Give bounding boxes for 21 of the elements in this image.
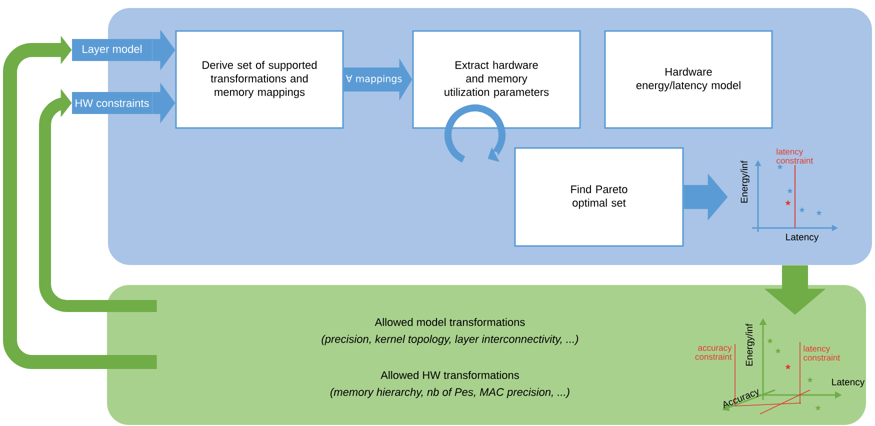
- process-box: Find Pareto optimal set: [514, 147, 684, 247]
- node-label: Layer model: [82, 44, 142, 56]
- node-label: HW constraints: [76, 98, 149, 108]
- process-box: Hardware energy/latency model: [604, 30, 773, 129]
- description-text: (memory hierarchy, nb of Pes, MAC precision, ...): [330, 388, 570, 398]
- axis-label: Energy/inf: [740, 160, 750, 203]
- arrow: [3, 36, 157, 369]
- input-tag: HW constraints: [72, 92, 152, 114]
- heading-text: Allowed HW transformations: [380, 370, 519, 380]
- arrow: [39, 88, 157, 312]
- heading-text: Allowed model transformations: [374, 318, 525, 326]
- constraint-label: accuracy constraint: [695, 346, 732, 360]
- constraint-label: latency constraint: [804, 345, 840, 361]
- input-tag: Layer model: [72, 39, 152, 61]
- constraint-label: latency constraint: [776, 148, 813, 164]
- process-box: Extract hardware and memory utilization parameters: [412, 30, 581, 129]
- axis-label: Latency: [832, 378, 865, 388]
- axis-label: Energy/inf: [746, 324, 754, 366]
- description-text: (precision, kernel topology, layer interconnectivity, ...): [322, 334, 578, 346]
- axis-label: Latency: [786, 234, 819, 242]
- process-box: Derive set of supported transformations and memory mappings: [175, 30, 344, 129]
